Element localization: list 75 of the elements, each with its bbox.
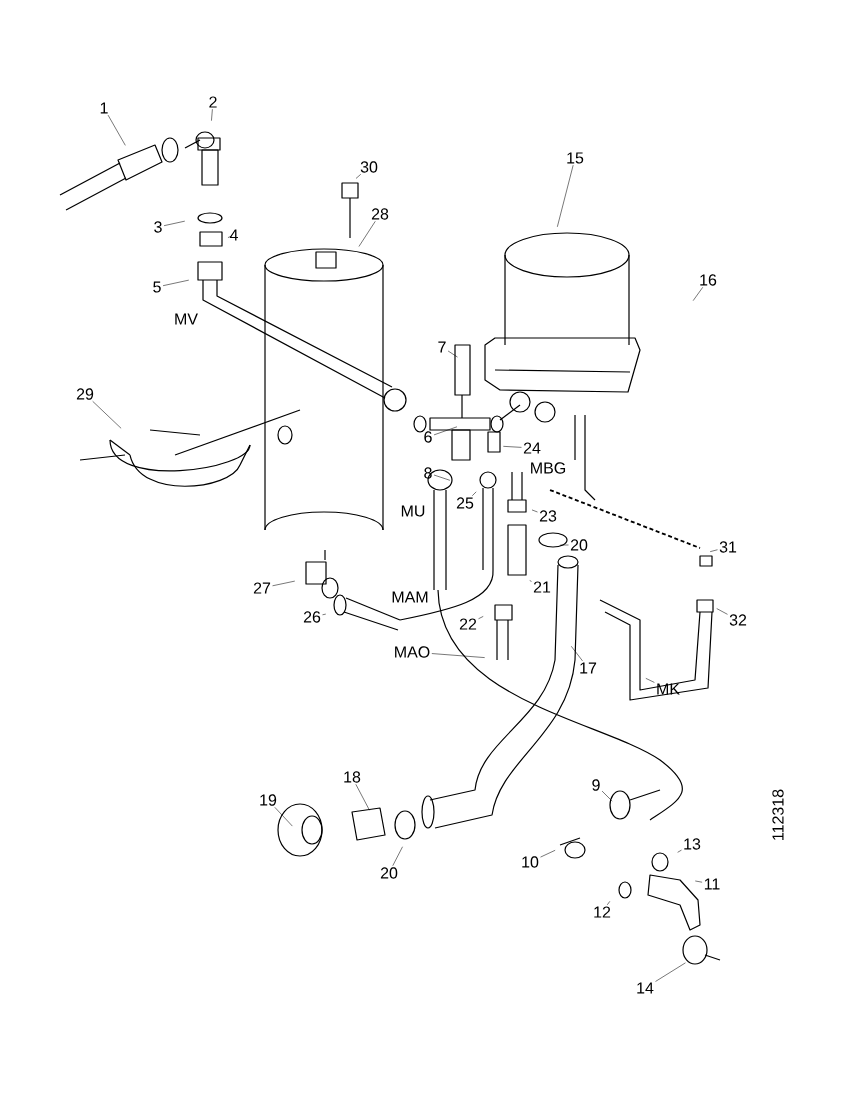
callout-number: 14 bbox=[637, 982, 654, 994]
callout-number: 7 bbox=[438, 341, 446, 353]
leader-line bbox=[695, 880, 703, 883]
leader-line bbox=[540, 850, 556, 858]
leader-line bbox=[107, 114, 126, 146]
callout-number: 22 bbox=[459, 618, 477, 630]
callout-number: 10 bbox=[522, 856, 539, 868]
callout-number: 31 bbox=[719, 541, 737, 553]
pipe-label: MAM bbox=[390, 590, 430, 604]
callout-number: 23 bbox=[539, 510, 557, 522]
pipe-label: MK bbox=[657, 683, 680, 695]
callout-number: 3 bbox=[154, 221, 162, 233]
callout-number: 27 bbox=[253, 582, 271, 594]
leader-line bbox=[677, 849, 682, 853]
pipe-label: MAO bbox=[395, 646, 430, 658]
pipe-label: MU bbox=[399, 504, 427, 518]
callout-number: 15 bbox=[567, 152, 584, 164]
leader-line bbox=[478, 616, 484, 620]
leader-line bbox=[472, 491, 477, 496]
callout-number: 19 bbox=[260, 794, 277, 806]
callout-number: 5 bbox=[153, 281, 161, 293]
leader-line bbox=[645, 678, 655, 683]
callout-number: 17 bbox=[580, 662, 597, 674]
callout-number: 12 bbox=[594, 906, 611, 918]
leader-line bbox=[447, 350, 458, 358]
pipe-label: MV bbox=[172, 312, 200, 326]
leader-line bbox=[274, 807, 293, 827]
leader-line bbox=[162, 279, 190, 286]
leader-line bbox=[716, 608, 728, 615]
leader-line bbox=[692, 287, 704, 301]
leader-line bbox=[358, 221, 376, 247]
leader-line bbox=[557, 164, 574, 228]
leader-line bbox=[601, 790, 613, 802]
callout-number: 24 bbox=[523, 442, 541, 454]
callout-number: 11 bbox=[704, 878, 720, 890]
callout-number: 25 bbox=[456, 497, 474, 509]
leader-line bbox=[571, 645, 583, 662]
leader-line bbox=[503, 446, 522, 448]
leader-line bbox=[272, 580, 296, 587]
callout-number: 29 bbox=[76, 388, 94, 400]
leader-line bbox=[433, 474, 451, 481]
leader-line bbox=[560, 544, 569, 546]
leader-line bbox=[531, 509, 538, 513]
leader-line bbox=[655, 962, 686, 982]
leader-line bbox=[227, 235, 233, 238]
leader-line bbox=[355, 784, 370, 811]
leader-line bbox=[529, 580, 532, 582]
callout-number: 8 bbox=[424, 467, 432, 479]
callout-number: 18 bbox=[344, 771, 361, 783]
leader-line bbox=[355, 174, 362, 179]
leader-line bbox=[211, 108, 213, 121]
callout-number: 32 bbox=[729, 614, 747, 626]
callout-number: 13 bbox=[684, 838, 701, 850]
drawing-number: 112318 bbox=[771, 787, 785, 843]
leader-line bbox=[709, 549, 718, 552]
callout-number: 16 bbox=[700, 274, 717, 286]
callout-number: 1 bbox=[100, 102, 108, 114]
leader-line bbox=[322, 613, 327, 616]
callout-number: 20 bbox=[570, 539, 588, 551]
callout-number: 28 bbox=[371, 208, 389, 220]
leader-line bbox=[92, 401, 122, 429]
callout-number: 2 bbox=[209, 96, 217, 108]
leader-line bbox=[433, 426, 458, 436]
callout-number: 20 bbox=[380, 867, 398, 879]
leader-line bbox=[607, 901, 611, 906]
callout-number: 21 bbox=[533, 581, 551, 593]
pipe-label: MBG bbox=[528, 461, 568, 475]
leader-line bbox=[163, 220, 186, 226]
callout-number: 6 bbox=[424, 431, 432, 443]
callout-number: 26 bbox=[303, 611, 321, 623]
callout-number: 4 bbox=[229, 229, 238, 241]
callout-number: 30 bbox=[360, 161, 378, 173]
leader-line bbox=[392, 846, 403, 866]
callout-number: 9 bbox=[592, 779, 600, 791]
leader-line bbox=[431, 653, 485, 658]
